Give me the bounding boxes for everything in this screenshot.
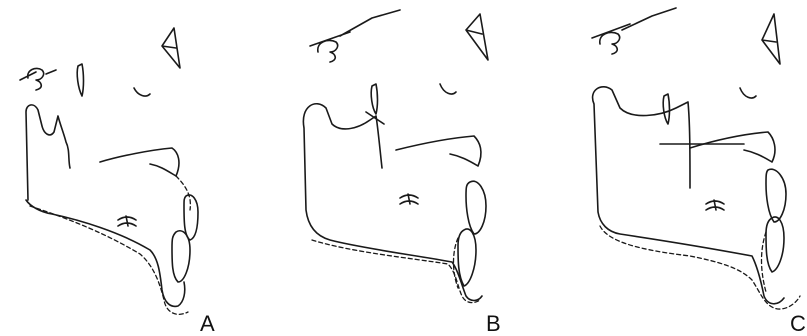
sella-scribble-b [310, 10, 400, 62]
palatal-plane-c [690, 132, 775, 162]
upper-incisor-c [766, 169, 786, 222]
molar-mark-c [706, 200, 724, 210]
molar-mark-a [118, 216, 136, 226]
sella-scribble-a [20, 68, 56, 90]
superimposed-chin-a [176, 176, 190, 210]
orbital-curve-a [134, 88, 150, 96]
lower-incisor-c [766, 217, 784, 272]
palatal-plane-b [396, 136, 481, 166]
superimposed-outline-b [312, 240, 480, 303]
nasion-triangle-b [466, 14, 488, 60]
sella-scribble-c [592, 8, 676, 54]
orbital-curve-c [740, 88, 756, 98]
panel-label-c: C [790, 311, 806, 336]
panel-label-b: B [486, 311, 501, 336]
mandible-outline-c [593, 87, 784, 304]
upper-incisor-b [466, 181, 486, 234]
upper-incisor-a [184, 195, 198, 240]
panel-c: C [592, 8, 806, 336]
orbit-mark-a [77, 64, 83, 96]
lower-incisor-a [172, 231, 190, 282]
orbit-mark-b [371, 84, 377, 114]
panel-a: A [20, 28, 215, 336]
molar-mark-b [400, 194, 418, 204]
lower-incisor-b [458, 229, 476, 286]
orbital-curve-b [440, 84, 456, 94]
nasion-triangle-a [162, 28, 180, 68]
panel-label-a: A [200, 311, 215, 336]
mandible-outline-b [303, 104, 482, 301]
orbit-mark-c [663, 94, 669, 124]
panel-b: B [303, 10, 500, 336]
palatal-plane-a [100, 148, 179, 176]
nasion-triangle-c [762, 14, 780, 64]
mandible-outline-a [26, 105, 185, 306]
